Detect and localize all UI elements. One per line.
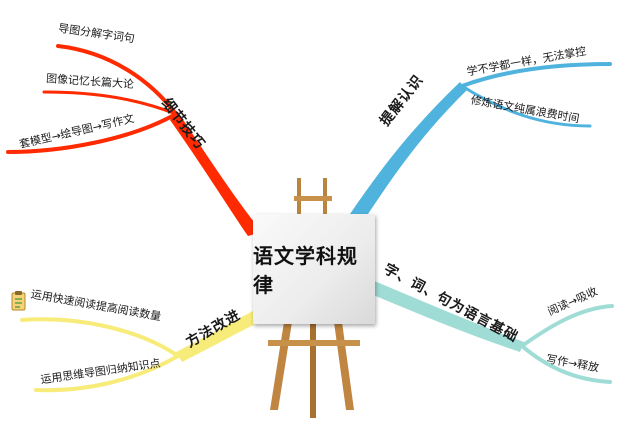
branch-foundation-trunk	[366, 280, 524, 352]
center-title: 语文学科规律	[253, 244, 358, 297]
branch-detail-skills-leaf-1	[56, 44, 178, 116]
branch-foundation-leaf-1	[520, 304, 614, 348]
branch-foundation-leaf-2	[520, 344, 612, 384]
center-node: 语文学科规律	[253, 214, 375, 324]
branch-awareness-leaf-2	[460, 84, 592, 128]
branch-method-leaf-1	[20, 317, 180, 358]
branch-detail-skills-leaf-3	[6, 112, 178, 154]
branch-detail-skills-trunk	[170, 112, 262, 236]
clipboard-icon	[11, 291, 26, 311]
branch-awareness-trunk	[350, 82, 467, 220]
easel-icon	[268, 178, 360, 418]
branch-detail-skills-leaf-2	[42, 90, 178, 116]
branch-method-trunk	[176, 306, 268, 362]
branch-awareness-leaf-1	[460, 62, 612, 88]
branch-method-leaf-2	[34, 354, 180, 393]
